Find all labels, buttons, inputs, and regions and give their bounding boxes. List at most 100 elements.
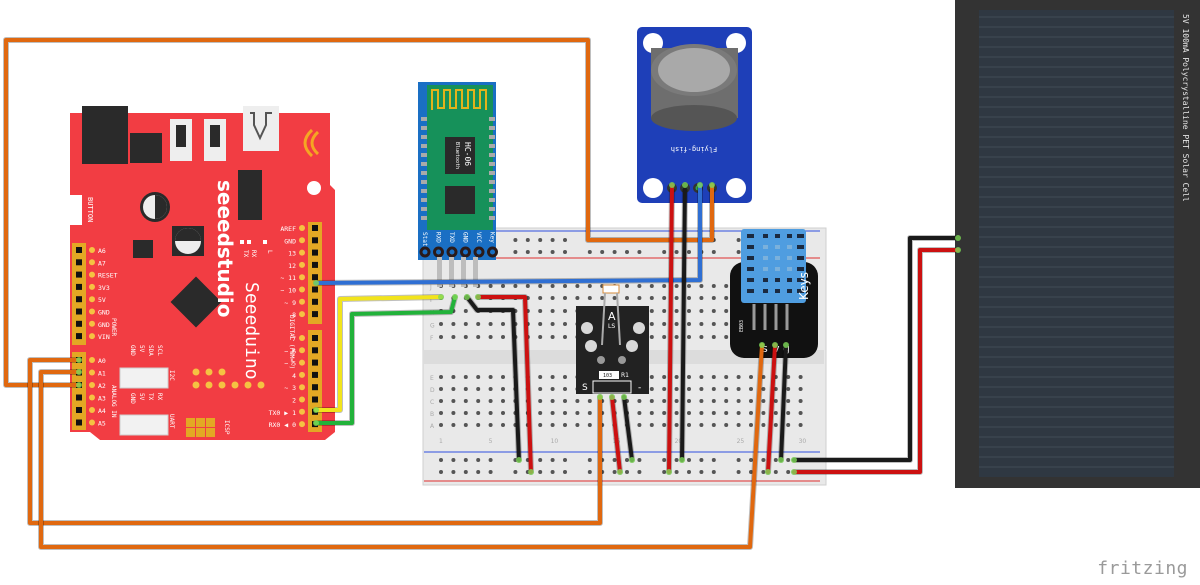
- header-pin[interactable]: [312, 311, 318, 318]
- breadboard-hole[interactable]: [550, 238, 555, 242]
- breadboard-hole[interactable]: [798, 411, 803, 415]
- breadboard-hole[interactable]: [637, 399, 642, 403]
- breadboard-hole[interactable]: [786, 411, 791, 415]
- breadboard-hole[interactable]: [513, 470, 518, 474]
- breadboard-hole[interactable]: [786, 375, 791, 379]
- breadboard-hole[interactable]: [649, 335, 654, 339]
- header-pin[interactable]: [312, 371, 318, 378]
- breadboard-hole[interactable]: [463, 411, 468, 415]
- breadboard-hole[interactable]: [538, 238, 543, 242]
- breadboard-hole[interactable]: [724, 375, 729, 379]
- breadboard-hole[interactable]: [662, 411, 667, 415]
- icsp-pin[interactable]: [186, 428, 195, 437]
- breadboard-hole[interactable]: [587, 296, 592, 300]
- breadboard-hole[interactable]: [563, 411, 567, 415]
- breadboard-hole[interactable]: [563, 335, 567, 339]
- breadboard-hole[interactable]: [538, 470, 543, 474]
- reset-button[interactable]: [68, 195, 82, 225]
- breadboard-hole[interactable]: [761, 458, 766, 462]
- breadboard-hole[interactable]: [699, 322, 704, 326]
- breadboard-hole[interactable]: [687, 423, 691, 427]
- breadboard-hole[interactable]: [451, 423, 456, 427]
- wire-gas-vcc[interactable]: [667, 183, 674, 474]
- breadboard-hole[interactable]: [476, 470, 481, 474]
- breadboard-hole[interactable]: [649, 399, 654, 403]
- breadboard-hole[interactable]: [699, 375, 704, 379]
- breadboard-hole[interactable]: [587, 458, 592, 462]
- breadboard-hole[interactable]: [649, 296, 654, 300]
- breadboard-hole[interactable]: [476, 423, 481, 427]
- breadboard-hole[interactable]: [488, 458, 493, 462]
- breadboard-hole[interactable]: [687, 387, 691, 391]
- breadboard-hole[interactable]: [513, 284, 518, 288]
- breadboard-hole[interactable]: [451, 375, 456, 379]
- header-pin[interactable]: [312, 225, 318, 231]
- breadboard-hole[interactable]: [736, 470, 741, 474]
- breadboard-hole[interactable]: [538, 411, 543, 415]
- breadboard-hole[interactable]: [612, 470, 617, 474]
- breadboard-hole[interactable]: [674, 335, 679, 339]
- header-pin[interactable]: [76, 407, 82, 413]
- icsp-pin[interactable]: [196, 428, 205, 437]
- breadboard-hole[interactable]: [711, 322, 716, 326]
- breadboard-hole[interactable]: [513, 238, 518, 242]
- breadboard-hole[interactable]: [798, 399, 803, 403]
- breadboard-hole[interactable]: [736, 411, 741, 415]
- breadboard-hole[interactable]: [538, 322, 543, 326]
- icsp-pin[interactable]: [206, 428, 215, 437]
- breadboard-hole[interactable]: [662, 250, 667, 254]
- breadboard-hole[interactable]: [674, 387, 679, 391]
- breadboard-hole[interactable]: [587, 284, 592, 288]
- breadboard-hole[interactable]: [637, 411, 642, 415]
- breadboard-hole[interactable]: [439, 399, 443, 403]
- wire-bt-vcc[interactable]: [476, 295, 533, 474]
- breadboard-hole[interactable]: [649, 375, 654, 379]
- breadboard-hole[interactable]: [711, 335, 716, 339]
- breadboard-hole[interactable]: [662, 470, 667, 474]
- breadboard-hole[interactable]: [563, 250, 567, 254]
- breadboard-hole[interactable]: [736, 387, 741, 391]
- breadboard-hole[interactable]: [724, 399, 729, 403]
- breadboard-hole[interactable]: [662, 399, 667, 403]
- breadboard-hole[interactable]: [773, 470, 778, 474]
- breadboard-hole[interactable]: [674, 309, 679, 313]
- icsp-pin[interactable]: [196, 418, 205, 427]
- breadboard-hole[interactable]: [674, 470, 679, 474]
- breadboard-hole[interactable]: [463, 399, 468, 403]
- breadboard-hole[interactable]: [736, 399, 741, 403]
- breadboard-hole[interactable]: [563, 238, 567, 242]
- wire-tx-bluetooth[interactable]: [314, 295, 443, 412]
- breadboard-hole[interactable]: [476, 399, 481, 403]
- breadboard-hole[interactable]: [674, 399, 679, 403]
- breadboard-hole[interactable]: [687, 399, 691, 403]
- breadboard-hole[interactable]: [674, 296, 679, 300]
- breadboard-hole[interactable]: [761, 470, 766, 474]
- breadboard-hole[interactable]: [600, 296, 605, 300]
- breadboard-hole[interactable]: [699, 296, 704, 300]
- breadboard-hole[interactable]: [550, 470, 555, 474]
- breadboard-hole[interactable]: [625, 470, 629, 474]
- breadboard-hole[interactable]: [575, 296, 580, 300]
- wire-a0-light-sensor[interactable]: [28, 358, 602, 525]
- breadboard-hole[interactable]: [451, 387, 456, 391]
- breadboard-hole[interactable]: [749, 387, 753, 391]
- header-pin[interactable]: [76, 394, 82, 401]
- header-pin[interactable]: [76, 271, 82, 278]
- breadboard-hole[interactable]: [649, 423, 654, 427]
- breadboard-hole[interactable]: [625, 250, 629, 254]
- header-pin[interactable]: [312, 237, 318, 244]
- breadboard-hole[interactable]: [538, 387, 543, 391]
- breadboard-hole[interactable]: [501, 411, 505, 415]
- breadboard-hole[interactable]: [711, 250, 716, 254]
- breadboard-hole[interactable]: [773, 411, 778, 415]
- breadboard-hole[interactable]: [711, 387, 716, 391]
- breadboard-hole[interactable]: [488, 322, 493, 326]
- breadboard-hole[interactable]: [711, 423, 716, 427]
- breadboard-hole[interactable]: [538, 250, 543, 254]
- breadboard-hole[interactable]: [699, 423, 704, 427]
- breadboard-hole[interactable]: [439, 470, 443, 474]
- breadboard-hole[interactable]: [687, 458, 691, 462]
- breadboard-hole[interactable]: [538, 423, 543, 427]
- breadboard-hole[interactable]: [513, 250, 518, 254]
- header-pin[interactable]: [76, 308, 82, 315]
